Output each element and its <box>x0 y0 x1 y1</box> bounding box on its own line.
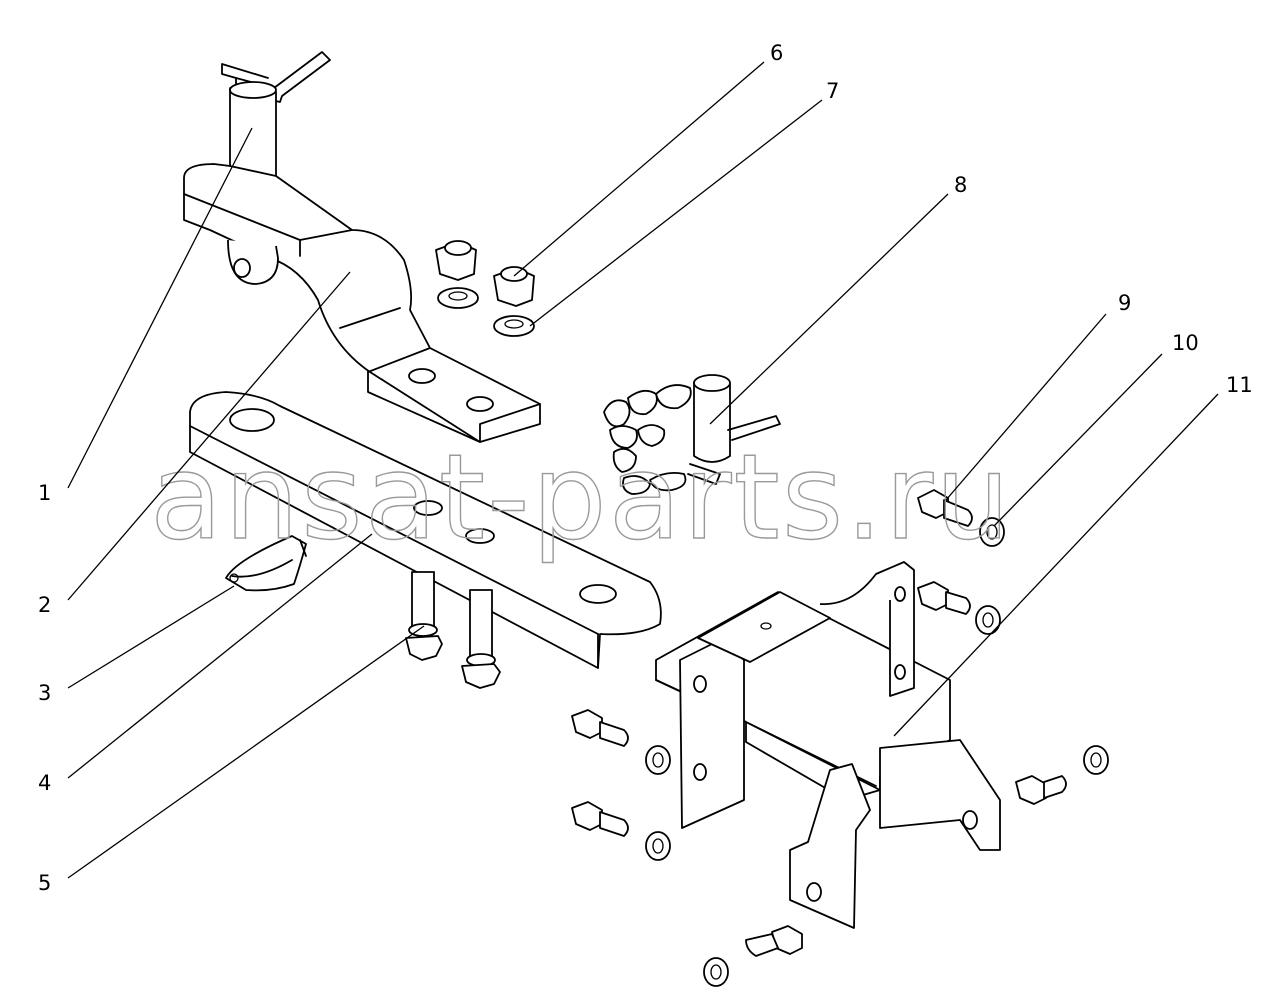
part-11-frame <box>655 561 1001 929</box>
callout-1: 1 <box>38 481 51 505</box>
callout-labels: 1 2 3 4 5 6 7 8 9 10 11 <box>38 41 1253 895</box>
callout-10: 10 <box>1172 331 1199 355</box>
callout-2: 2 <box>38 593 51 617</box>
callout-11: 11 <box>1226 373 1253 397</box>
callout-5: 5 <box>38 871 51 895</box>
callout-3: 3 <box>38 681 51 705</box>
callout-9: 9 <box>1118 291 1131 315</box>
part-4-drawbar <box>189 391 662 669</box>
part-2-upper-bracket <box>183 163 541 443</box>
part-9-bolt <box>917 489 973 527</box>
leader-lines <box>67 61 1219 879</box>
part-10-washer <box>979 517 1005 547</box>
watermark-text: ansat-parts.ru <box>150 428 1012 566</box>
part-5-bolts <box>405 571 501 689</box>
callout-8: 8 <box>954 173 967 197</box>
hardware-bolts-washers <box>571 581 1109 987</box>
callout-4: 4 <box>38 771 51 795</box>
callout-6: 6 <box>770 41 783 65</box>
callout-7: 7 <box>826 79 839 103</box>
part-3-clip <box>225 535 307 592</box>
part-8-chain-pin <box>603 374 781 495</box>
part-7-washers <box>437 287 535 337</box>
part-6-nuts <box>435 240 535 307</box>
